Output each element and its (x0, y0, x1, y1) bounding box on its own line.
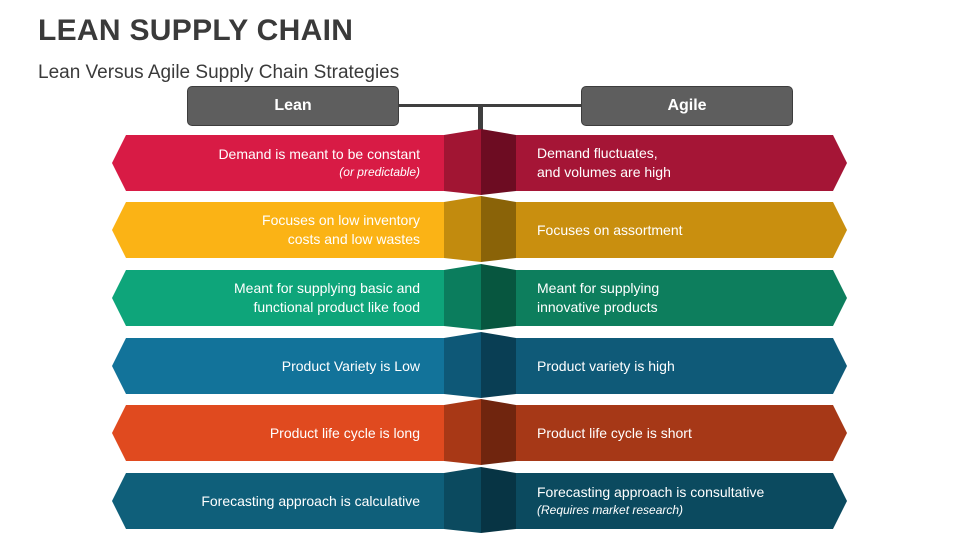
agile-ribbon (516, 473, 847, 529)
agile-row-text: Meant for supplying innovative products (537, 270, 827, 326)
agile-row-text: Forecasting approach is consultative (Req… (537, 473, 827, 529)
page-title: LEAN SUPPLY CHAIN (38, 14, 354, 47)
agile-row-note: (Requires market research) (537, 503, 684, 517)
agile-row-text: Product life cycle is short (537, 405, 827, 461)
center-fold-right (481, 129, 516, 195)
lean-ribbon (112, 270, 444, 326)
agile-header: Agile (581, 86, 793, 126)
lean-row-text: Product life cycle is long (150, 405, 420, 461)
agile-row-text: Demand fluctuates, and volumes are high (537, 135, 827, 191)
center-fold-left (444, 332, 481, 398)
lean-ribbon (112, 135, 444, 191)
agile-row-label: Forecasting approach is consultative (537, 484, 765, 500)
agile-ribbon (516, 405, 847, 461)
lean-row-label: Product life cycle is long (269, 424, 420, 441)
lean-row-text: Demand is meant to be constant (or predic… (150, 135, 420, 191)
connector-vertical (478, 104, 483, 132)
agile-ribbon (516, 202, 847, 258)
center-fold-left (444, 129, 481, 195)
lean-row-text: Product Variety is Low (150, 338, 420, 394)
agile-row-label: Product variety is high (537, 357, 675, 374)
lean-row-label: Demand is meant to be constant (218, 146, 420, 162)
agile-row-label: Meant for supplying innovative products (537, 280, 660, 315)
agile-ribbon (516, 270, 847, 326)
lean-header: Lean (187, 86, 399, 126)
agile-row-text: Product variety is high (537, 338, 827, 394)
center-fold-right (481, 196, 516, 262)
agile-row-label: Product life cycle is short (537, 424, 692, 441)
lean-row-label: Product Variety is Low (281, 357, 420, 374)
center-fold-left (444, 196, 481, 262)
center-fold-left (444, 399, 481, 465)
lean-row-text: Focuses on low inventory costs and low w… (150, 202, 420, 258)
lean-header-label: Lean (274, 97, 312, 114)
lean-row-label: Meant for supplying basic and functional… (234, 280, 420, 315)
lean-row-note: (or predictable) (339, 165, 420, 179)
connector-horizontal (399, 104, 581, 107)
lean-row-label: Focuses on low inventory costs and low w… (262, 212, 420, 247)
lean-row-text: Meant for supplying basic and functional… (150, 270, 420, 326)
center-fold-right (481, 399, 516, 465)
center-fold-left (444, 467, 481, 533)
agile-row-label: Focuses on assortment (537, 221, 683, 238)
agile-row-label: Demand fluctuates, and volumes are high (537, 145, 671, 180)
lean-ribbon (112, 338, 444, 394)
agile-ribbon (516, 338, 847, 394)
lean-ribbon (112, 202, 444, 258)
center-fold-right (481, 332, 516, 398)
lean-row-text: Forecasting approach is calculative (150, 473, 420, 529)
agile-header-label: Agile (667, 97, 707, 114)
agile-row-text: Focuses on assortment (537, 202, 827, 258)
lean-ribbon (112, 405, 444, 461)
center-fold-right (481, 467, 516, 533)
page-subtitle: Lean Versus Agile Supply Chain Strategie… (38, 62, 400, 83)
center-fold-left (444, 264, 481, 330)
center-fold-right (481, 264, 516, 330)
lean-ribbon (112, 473, 444, 529)
lean-row-label: Forecasting approach is calculative (201, 492, 420, 509)
agile-ribbon (516, 135, 847, 191)
